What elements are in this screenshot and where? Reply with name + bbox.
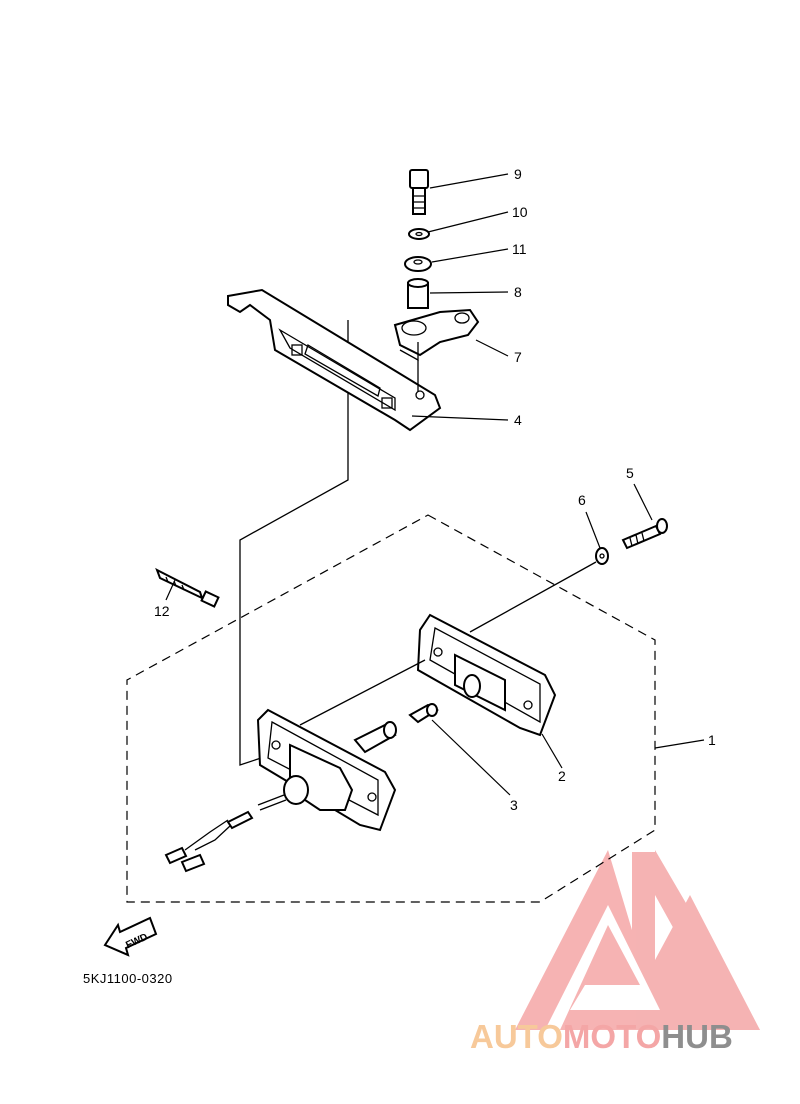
lens-2-icon <box>416 613 557 737</box>
wire-harness-icon <box>164 794 287 873</box>
leader-6 <box>585 511 601 549</box>
callout-7: 7 <box>514 349 522 365</box>
callout-6: 6 <box>578 492 586 508</box>
callout-4: 4 <box>514 412 522 428</box>
bulb-3-icon <box>408 703 439 724</box>
watermark-hub: HUB <box>661 1018 733 1055</box>
lamp-base-icon <box>256 708 397 832</box>
leader-3 <box>431 719 511 796</box>
screw-5-icon <box>621 518 668 550</box>
leader-1 <box>654 739 705 749</box>
alignment-line-base <box>299 659 426 726</box>
leader-11 <box>431 248 509 263</box>
routing-line <box>239 320 349 766</box>
assembly-boundary <box>126 514 656 903</box>
leader-5 <box>633 483 653 521</box>
washer-6-icon <box>595 547 609 565</box>
leader-4 <box>411 415 509 421</box>
watermark-auto: AUTO <box>470 1018 563 1055</box>
callout-3: 3 <box>510 797 518 813</box>
leader-2 <box>541 733 563 769</box>
cable-tie-12-icon <box>155 567 220 608</box>
callout-9: 9 <box>514 166 522 182</box>
washer-11-icon <box>404 256 432 272</box>
watermark-moto: MOTO <box>562 1018 662 1055</box>
bolt-9-icon <box>409 169 429 215</box>
fwd-arrow-icon: FWD <box>103 916 158 957</box>
stay-7-icon <box>393 308 480 362</box>
leader-9 <box>429 173 509 189</box>
callout-10: 10 <box>512 204 528 220</box>
leader-12 <box>165 579 176 601</box>
leader-7 <box>475 339 509 357</box>
leader-10 <box>427 211 509 233</box>
callout-12: 12 <box>154 603 170 619</box>
watermark-logo-icon <box>515 850 760 1030</box>
alignment-line-lens <box>469 561 597 633</box>
collar-8-icon <box>407 278 429 309</box>
callout-2: 2 <box>558 768 566 784</box>
bracket-4-icon <box>227 288 442 432</box>
leader-8 <box>429 291 509 294</box>
lock-washer-10-hole <box>415 231 423 237</box>
callout-1: 1 <box>708 732 716 748</box>
callout-5: 5 <box>626 465 634 481</box>
lock-washer-10-icon <box>408 228 430 240</box>
watermark-text: AUTOMOTOHUB <box>470 1018 800 1062</box>
callout-8: 8 <box>514 284 522 300</box>
diagram-code: 5KJ1100-0320 <box>83 971 173 986</box>
callout-11: 11 <box>512 241 527 257</box>
